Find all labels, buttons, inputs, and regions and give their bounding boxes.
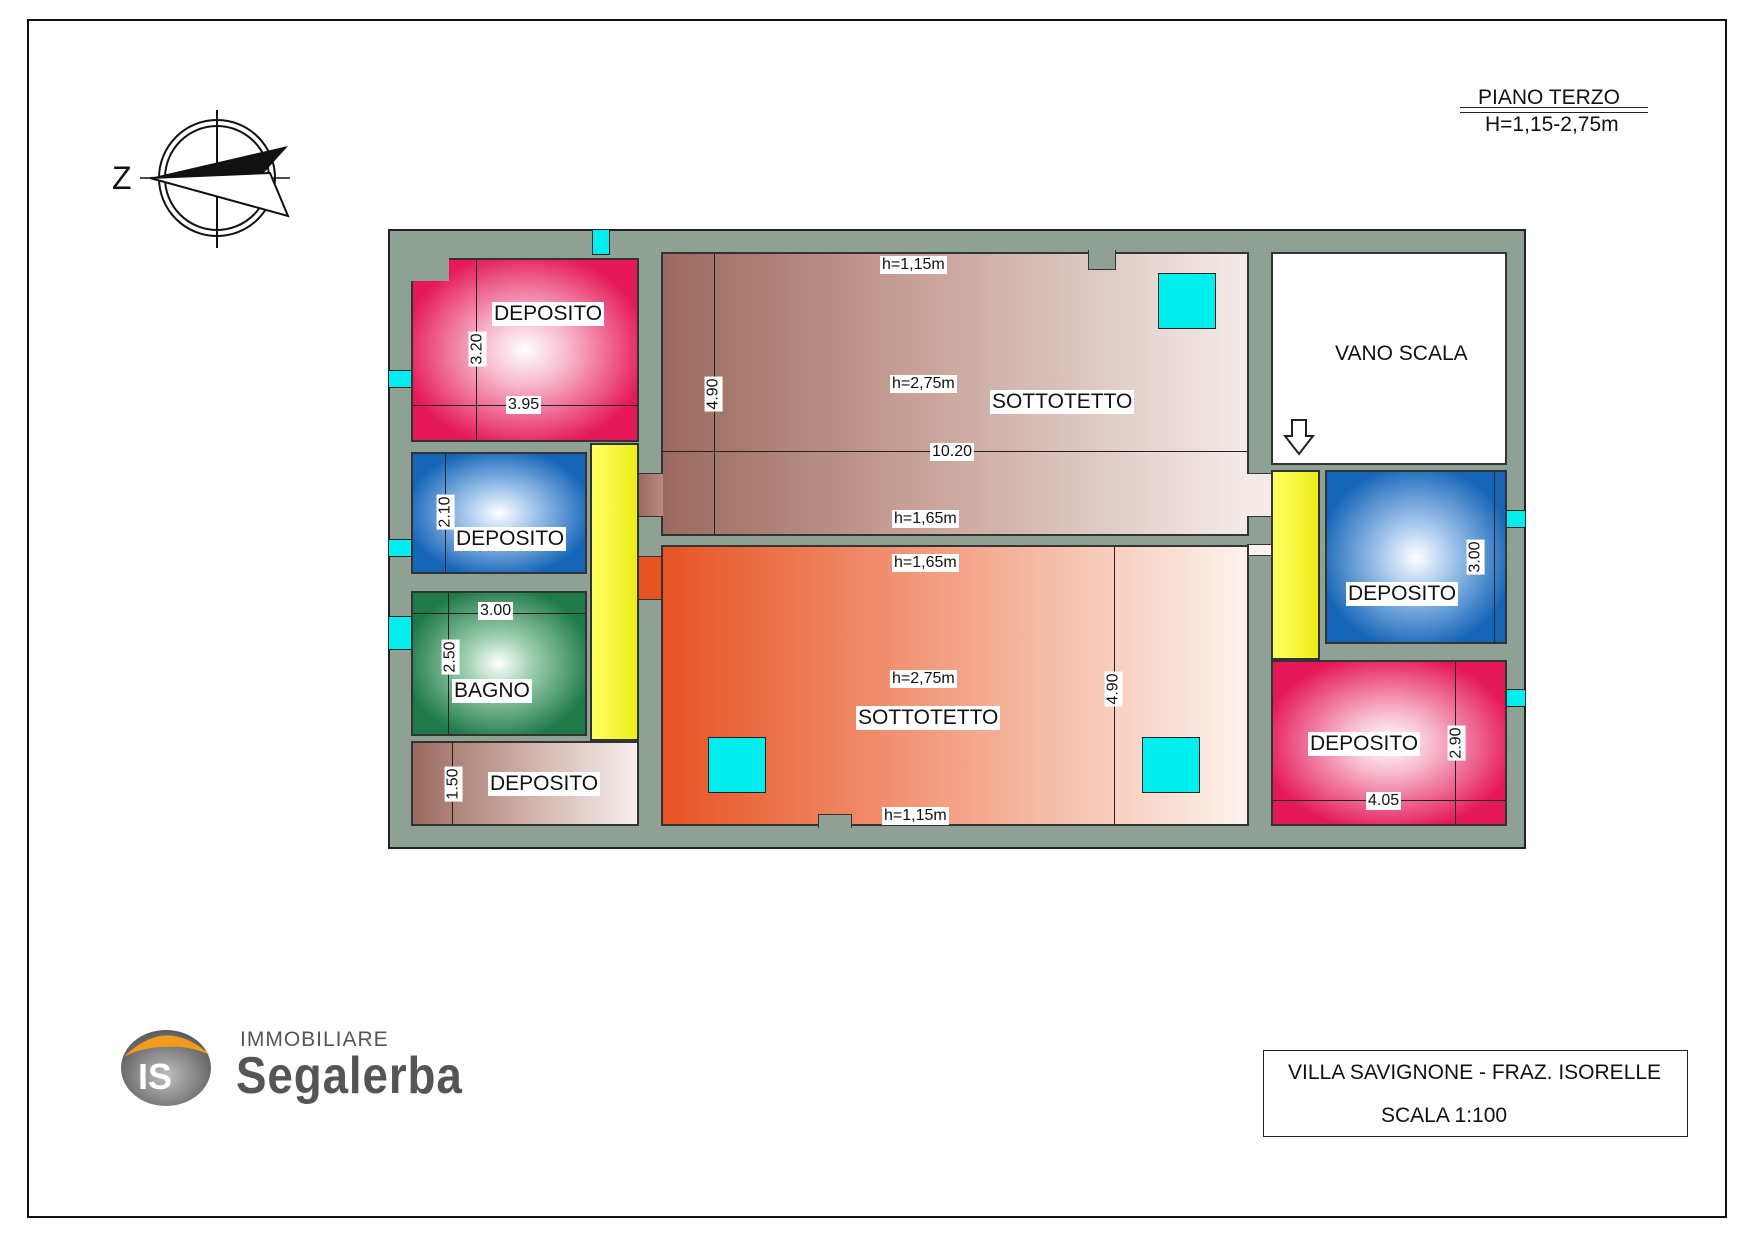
floor-height-range: H=1,15-2,75m	[1485, 113, 1619, 136]
north-letter: Z	[112, 160, 132, 196]
dim-deposito-top-left-w: 3.95	[506, 396, 542, 414]
floor-name: PIANO TERZO	[1478, 86, 1620, 109]
corridor-left-top	[639, 473, 663, 517]
window-left-1	[388, 370, 412, 388]
room-label-vano-scala: VANO SCALA	[1333, 342, 1470, 366]
dim-deposito-blue-left-h: 2.10	[436, 494, 455, 530]
dim-sottotetto-top-h: 4.90	[704, 376, 723, 412]
room-label-sottotetto-top: SOTTOTETTO	[990, 390, 1135, 414]
sottotetto-bottom-h-mid: h=2,75m	[890, 670, 957, 688]
brand-line2: Segalerba	[236, 1047, 463, 1105]
room-sottotetto-top	[661, 252, 1249, 536]
sottotetto-top-h-bottom: h=1,65m	[892, 510, 959, 528]
sottotetto-top-h-top: h=1,15m	[880, 256, 947, 274]
info-location: VILLA SAVIGNONE - FRAZ. ISORELLE	[1288, 1061, 1662, 1084]
sottotetto-top-h-mid: h=2,75m	[890, 375, 957, 393]
dim-sottotetto-bottom-h: 4.90	[1104, 671, 1123, 707]
dim-deposito-bottom-left-h: 1.50	[444, 766, 463, 802]
dim-sottotetto-top-w: 10.20	[930, 443, 975, 461]
room-label-deposito-pink-right: DEPOSITO	[1308, 732, 1421, 756]
brand-line1: IMMOBILIARE	[240, 1028, 389, 1051]
skylight-sottotetto-bottom-left	[708, 737, 766, 793]
notch-sottotetto-top	[1088, 250, 1116, 270]
sheet-frame	[27, 19, 1727, 1218]
info-box: VILLA SAVIGNONE - FRAZ. ISORELLE SCALA 1…	[1263, 1050, 1688, 1137]
window-left-3	[388, 616, 412, 650]
sottotetto-bottom-h-top: h=1,65m	[892, 554, 959, 572]
corridor-left-bottom	[639, 556, 663, 600]
info-scale: SCALA 1:100	[1381, 1104, 1508, 1127]
stair-strip-left	[590, 443, 639, 741]
dim-bagno-h: 2.50	[441, 639, 460, 675]
skylight-sottotetto-bottom-right	[1142, 737, 1200, 793]
north-arrow-icon: Z	[110, 108, 290, 248]
dim-deposito-pink-right-h: 2.90	[1447, 725, 1466, 761]
room-label-deposito-blue-left: DEPOSITO	[454, 527, 567, 551]
brand-logo: IS	[118, 1023, 214, 1107]
logo-letters: IS	[138, 1056, 172, 1097]
corridor-right-bottom	[1247, 544, 1271, 556]
dim-deposito-top-left-h: 3.20	[468, 331, 487, 367]
stair-strip-right	[1271, 470, 1320, 660]
room-label-deposito-top-left: DEPOSITO	[492, 302, 605, 326]
window-left-2	[388, 539, 412, 557]
corridor-right-top	[1247, 473, 1271, 517]
skylight-sottotetto-top	[1158, 273, 1216, 329]
sottotetto-bottom-h-bottom: h=1,15m	[882, 807, 949, 825]
room-label-deposito-blue-right: DEPOSITO	[1346, 582, 1459, 606]
room-label-sottotetto-bottom: SOTTOTETTO	[856, 706, 1001, 730]
room-label-bagno: BAGNO	[452, 679, 532, 703]
dim-deposito-pink-right-w: 4.05	[1366, 792, 1402, 810]
dim-deposito-blue-right-h: 3.00	[1466, 539, 1485, 575]
notch-sottotetto-bottom	[818, 814, 852, 828]
dim-bagno-w: 3.00	[478, 602, 514, 620]
down-arrow-icon	[1282, 418, 1316, 456]
window-top	[592, 229, 610, 255]
room-label-deposito-bottom-left: DEPOSITO	[488, 772, 601, 796]
notch-deposito-top-left	[409, 256, 449, 281]
dim-line-v-dep-br	[1494, 472, 1495, 642]
room-deposito-top-left	[411, 258, 639, 442]
